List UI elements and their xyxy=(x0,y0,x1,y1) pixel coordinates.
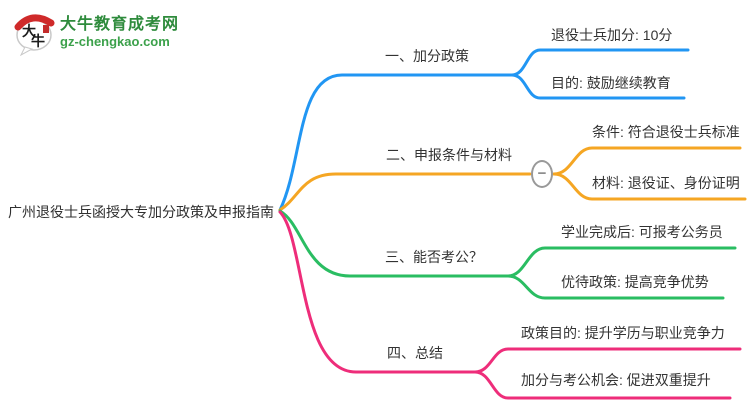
branch-2-collapse-toggle[interactable]: − xyxy=(531,160,553,188)
site-logo-icon: 大 牛 xyxy=(14,14,55,56)
site-name: 大牛教育成考网 xyxy=(60,16,180,33)
branch-2-child-2-label[interactable]: 材料: 退役证、身份证明 xyxy=(592,175,740,191)
branch-1-connector-line xyxy=(278,73,514,212)
branch-4-child-1-label[interactable]: 政策目的: 提升学历与职业竞争力 xyxy=(521,325,725,341)
site-logo[interactable]: 大 牛 大牛教育成考网 gz-chengkao.com xyxy=(14,10,179,56)
root-node[interactable]: 广州退役士兵函授大专加分政策及申报指南 xyxy=(8,204,274,220)
site-domain: gz-chengkao.com xyxy=(60,34,170,49)
branch-4-child-2-label[interactable]: 加分与考公机会: 促进双重提升 xyxy=(521,372,711,388)
branch-1-child-1-connector-line xyxy=(510,48,690,77)
branch-2-child-1-connector-line xyxy=(552,146,742,176)
branch-1-child-2-connector-line xyxy=(510,73,686,100)
branch-2-label[interactable]: 二、申报条件与材料 xyxy=(386,147,512,163)
branch-1-child-2-label[interactable]: 目的: 鼓励继续教育 xyxy=(551,75,671,91)
site-logo-text: 大牛教育成考网 gz-chengkao.com xyxy=(60,10,179,49)
branch-2-connector-line xyxy=(278,172,532,212)
branch-3-child-1-connector-line xyxy=(506,246,737,278)
logo-char-1: 大 xyxy=(22,23,36,39)
branch-3-child-2-connector-line xyxy=(506,274,725,300)
branch-4-child-1-connector-line xyxy=(473,347,742,374)
logo-char-2: 牛 xyxy=(31,33,45,49)
branch-3-label[interactable]: 三、能否考公？ xyxy=(385,249,483,265)
branch-3-child-2-label[interactable]: 优待政策: 提高竞争优势 xyxy=(561,274,709,290)
branch-3-connector-line xyxy=(278,209,510,278)
branch-2-child-1-label[interactable]: 条件: 符合退役士兵标准 xyxy=(592,124,740,140)
branch-1-child-1-label[interactable]: 退役士兵加分: 10分 xyxy=(551,27,673,43)
branch-4-label[interactable]: 四、总结 xyxy=(387,345,443,361)
branch-2-child-2-connector-line xyxy=(552,172,747,201)
branch-1-label[interactable]: 一、加分政策 xyxy=(385,48,469,64)
branch-4-connector-line xyxy=(278,210,477,374)
branch-4-child-2-connector-line xyxy=(473,370,732,400)
branch-3-child-1-label[interactable]: 学业完成后: 可报考公务员 xyxy=(561,224,723,240)
